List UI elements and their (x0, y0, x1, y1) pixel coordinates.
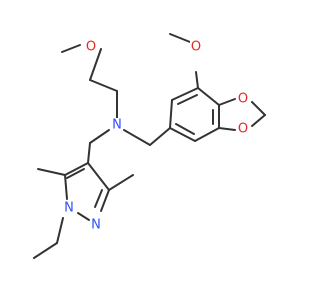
bond-ring-inner-a (177, 94, 198, 105)
bond-o-bottom-c5 (218, 127, 236, 131)
atom-label-background (237, 92, 249, 106)
bond-n-ch2-benzyl (123, 129, 151, 146)
bond-c3-c4 (87, 162, 110, 191)
bond-c4-o-top (218, 98, 236, 106)
atom-label-n-amine: N (112, 118, 122, 133)
bond-o-ch3-methoxy (169, 33, 191, 43)
bond-ethyl-ch3 (33, 242, 58, 259)
bond-ch2-ring (149, 127, 171, 146)
atom-label-o-dioxole-bottom: O (238, 122, 248, 137)
atom-o-dioxole-top: O (237, 92, 249, 107)
atom-n-amine: N (111, 118, 123, 133)
atom-label-background (111, 118, 123, 132)
bond-n2-c3 (100, 189, 110, 212)
bond-n1-n2 (77, 212, 90, 221)
atom-label-background (190, 40, 202, 54)
bond-c3-methyl (108, 174, 134, 191)
bond-ring-c2-c3 (171, 87, 199, 101)
bond-ring-inner-c (175, 123, 195, 135)
atom-label-o-dioxole-top: O (238, 92, 248, 107)
bond-ring-c6-c1 (169, 127, 196, 142)
bond-ch3-o (61, 44, 81, 53)
bond-ch2-o-bottom (251, 114, 266, 127)
atom-label-n-pyrazole-1: N (64, 201, 74, 216)
atom-label-n-pyrazole-2: N (91, 218, 101, 233)
bond-c4-c5-pyrazole (64, 162, 89, 176)
bond-ch2-ch2 (89, 79, 118, 92)
bond-ch2-pyrazole (87, 142, 91, 164)
bond-ring-o-methoxy (195, 71, 199, 89)
atom-label-o-methoxyethyl: O (86, 40, 96, 55)
bond-o-ch2 (89, 48, 102, 81)
bonds (33, 33, 266, 259)
bond-c5-n1 (64, 174, 68, 200)
atom-o-dioxole-bottom: O (237, 122, 249, 137)
atom-label-background (85, 40, 97, 54)
atom-n-pyrazole-2: N (90, 218, 102, 233)
bond-n1-ch2-ethyl (56, 217, 64, 244)
bond-c5-methyl (37, 168, 66, 176)
bond-o-top-ch2 (251, 101, 266, 116)
bond-c5-c5-inner (66, 168, 85, 179)
bond-ring-c5-c6 (194, 127, 220, 142)
bond-ring-c1-c2 (169, 99, 173, 129)
bond-ring-c3-c4 (197, 87, 220, 106)
atom-o-methoxyethyl: O (85, 40, 97, 55)
atom-label-o-methoxy-ring: O (191, 40, 201, 55)
atom-o-methoxy-ring: O (190, 40, 202, 55)
bond-n-ch2-pyrazole (89, 129, 110, 144)
atom-label-background (237, 122, 249, 136)
atom-label-background (63, 201, 75, 215)
atom-n-pyrazole-1: N (63, 201, 75, 216)
atom-label-background (90, 218, 102, 232)
bond-n2-c3-inner (94, 189, 103, 208)
